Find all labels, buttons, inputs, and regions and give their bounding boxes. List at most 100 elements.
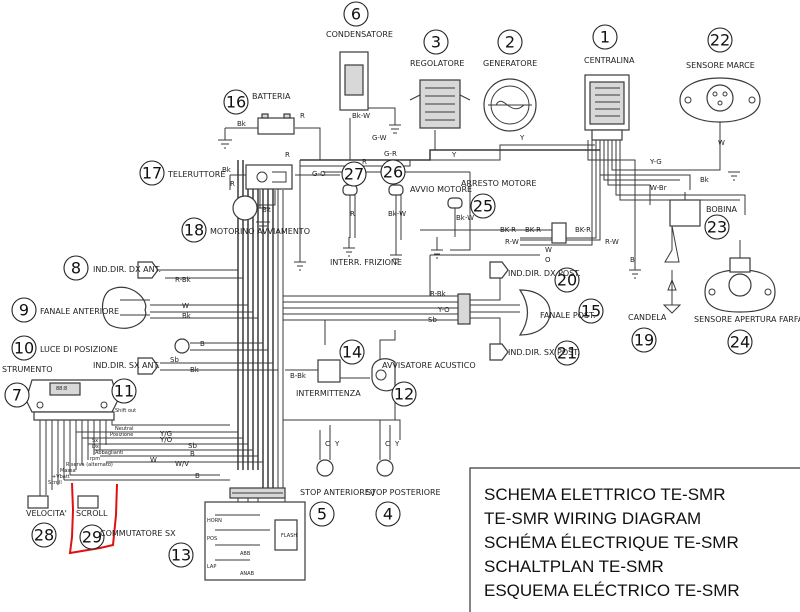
wire-label: Bk bbox=[222, 166, 232, 174]
component-label: ARRESTO MOTORE bbox=[461, 179, 536, 188]
terminal-label: Scroll bbox=[48, 480, 62, 486]
wire-label: Sb bbox=[428, 316, 437, 324]
component-label: IND.DIR. SX ANT. bbox=[93, 361, 160, 370]
spark-plug bbox=[662, 278, 682, 314]
terminal-label: Shift out bbox=[115, 408, 136, 414]
component-label: GENERATORE bbox=[483, 59, 537, 68]
switch-label: ABB bbox=[240, 551, 251, 557]
generator bbox=[483, 78, 537, 132]
wire-label: Y bbox=[451, 151, 457, 159]
throttle-sensor bbox=[704, 257, 776, 313]
wire-label: W/V bbox=[175, 460, 189, 468]
component-label: INTERMITTENZA bbox=[296, 389, 361, 398]
callout-number: 12 bbox=[394, 385, 414, 404]
wire-label: Y-G bbox=[649, 158, 662, 166]
component-label: FANALE ANTERIORE bbox=[40, 307, 119, 316]
switch-label: FLASH bbox=[281, 533, 297, 539]
ground-symbols bbox=[218, 139, 740, 279]
callout-number: 20 bbox=[557, 271, 577, 290]
bottom-connectors bbox=[27, 495, 99, 509]
callout-number: 2 bbox=[505, 33, 515, 52]
wire-label: R-W bbox=[605, 238, 619, 246]
switch-label: ANAB bbox=[240, 571, 255, 577]
callout-number: 21 bbox=[557, 344, 577, 363]
wire-label: Bk bbox=[237, 120, 247, 128]
callout-number: 5 bbox=[317, 505, 327, 524]
instrument-panel bbox=[25, 379, 119, 421]
wire-labels: Bk R Bk-W G-W G-R Y Y G-O R R Bk R Bk Y-… bbox=[150, 112, 725, 480]
wire-label: B bbox=[630, 256, 635, 264]
wire-label: G-O bbox=[312, 170, 326, 178]
title-spanish: ESQUEMA ELÉCTRICO TE-SMR bbox=[484, 581, 740, 600]
callout-number: 15 bbox=[581, 302, 601, 321]
callout-number: 29 bbox=[82, 528, 102, 547]
component-label: COMMUTATORE SX bbox=[100, 529, 176, 538]
wire-label: R bbox=[350, 210, 355, 218]
starter-relay bbox=[245, 164, 293, 190]
left-switch-gear bbox=[204, 487, 306, 581]
front-right-indicator bbox=[137, 261, 172, 279]
component-label: BATTERIA bbox=[252, 92, 291, 101]
terminal-label: Dx bbox=[92, 444, 99, 450]
wire-label: BK-R bbox=[500, 226, 516, 234]
handlebar-switches bbox=[342, 184, 567, 244]
callout-number: 14 bbox=[342, 343, 362, 362]
title-block: SCHEMA ELETTRICO TE-SMR TE-SMR WIRING DI… bbox=[469, 467, 800, 612]
headlight bbox=[101, 286, 150, 329]
title-german: SCHALTPLAN TE-SMR bbox=[484, 557, 664, 576]
wire-label: Bk bbox=[190, 366, 200, 374]
callout-number: 1 bbox=[600, 28, 610, 47]
title-french: SCHÉMA ÉLECTRIQUE TE-SMR bbox=[484, 533, 739, 552]
callout-number: 8 bbox=[71, 259, 81, 278]
wire-label: W bbox=[545, 246, 552, 254]
instrument-display: 88:8 bbox=[56, 386, 67, 392]
component-label: INTERR. FRIZIONE bbox=[330, 258, 402, 267]
wire-label: W-Br bbox=[650, 184, 667, 192]
wire-label: B bbox=[190, 450, 195, 458]
wire-label: R bbox=[300, 112, 305, 120]
callout-number: 23 bbox=[707, 218, 727, 237]
component-label: STOP POSTERIORE bbox=[366, 488, 441, 497]
callout-number: 17 bbox=[142, 164, 162, 183]
component-label: VELOCITA' bbox=[26, 509, 67, 518]
component-label: SENSORE MARCE bbox=[686, 61, 755, 70]
component-label: CENTRALINA bbox=[584, 56, 635, 65]
terminal-label: Riserva (alternato) bbox=[66, 462, 113, 468]
wire-label: Y bbox=[394, 440, 400, 448]
callout-number: 27 bbox=[344, 165, 364, 184]
component-label: CANDELA bbox=[628, 313, 667, 322]
component-label: BOBINA bbox=[706, 205, 737, 214]
flasher-relay bbox=[317, 359, 341, 383]
rear-indicators bbox=[489, 261, 509, 361]
wire-label: Sb bbox=[170, 356, 179, 364]
wire-label: O bbox=[545, 256, 551, 264]
component-label: SCROLL bbox=[76, 509, 108, 518]
callout-number: 6 bbox=[351, 5, 361, 24]
rear-light bbox=[457, 289, 551, 336]
wire-label: B bbox=[195, 472, 200, 480]
callout-number: 19 bbox=[634, 331, 654, 350]
callout-number: 26 bbox=[383, 163, 403, 182]
wire-label: R bbox=[285, 151, 290, 159]
wire-label: W bbox=[718, 139, 725, 147]
terminal-label: Neutral bbox=[115, 426, 133, 432]
component-label: IND.DIR. SX POST. bbox=[508, 348, 580, 357]
wire-label: Bk-W bbox=[456, 214, 474, 222]
callout-number: 22 bbox=[710, 31, 730, 50]
component-label: CONDENSATORE bbox=[326, 30, 393, 39]
terminal-label: Posizione bbox=[110, 432, 133, 438]
component-label: TELERUTTORE bbox=[167, 170, 225, 179]
gear-sensor bbox=[679, 77, 761, 155]
stop-switches bbox=[316, 450, 394, 477]
terminal-label: Massa bbox=[60, 468, 76, 474]
callout-number: 25 bbox=[473, 197, 493, 216]
wire-label: B bbox=[200, 340, 205, 348]
wire-label: R-Bk bbox=[430, 290, 447, 298]
ignition-coil bbox=[664, 192, 701, 263]
wire-label: G-R bbox=[384, 150, 397, 158]
component-label: IND.DIR. DX ANT. bbox=[93, 265, 161, 274]
component-label: SENSORE APERTURA FARFALLA bbox=[694, 315, 800, 324]
starter-motor bbox=[232, 195, 270, 221]
component-label: FANALE POST. bbox=[540, 311, 596, 320]
